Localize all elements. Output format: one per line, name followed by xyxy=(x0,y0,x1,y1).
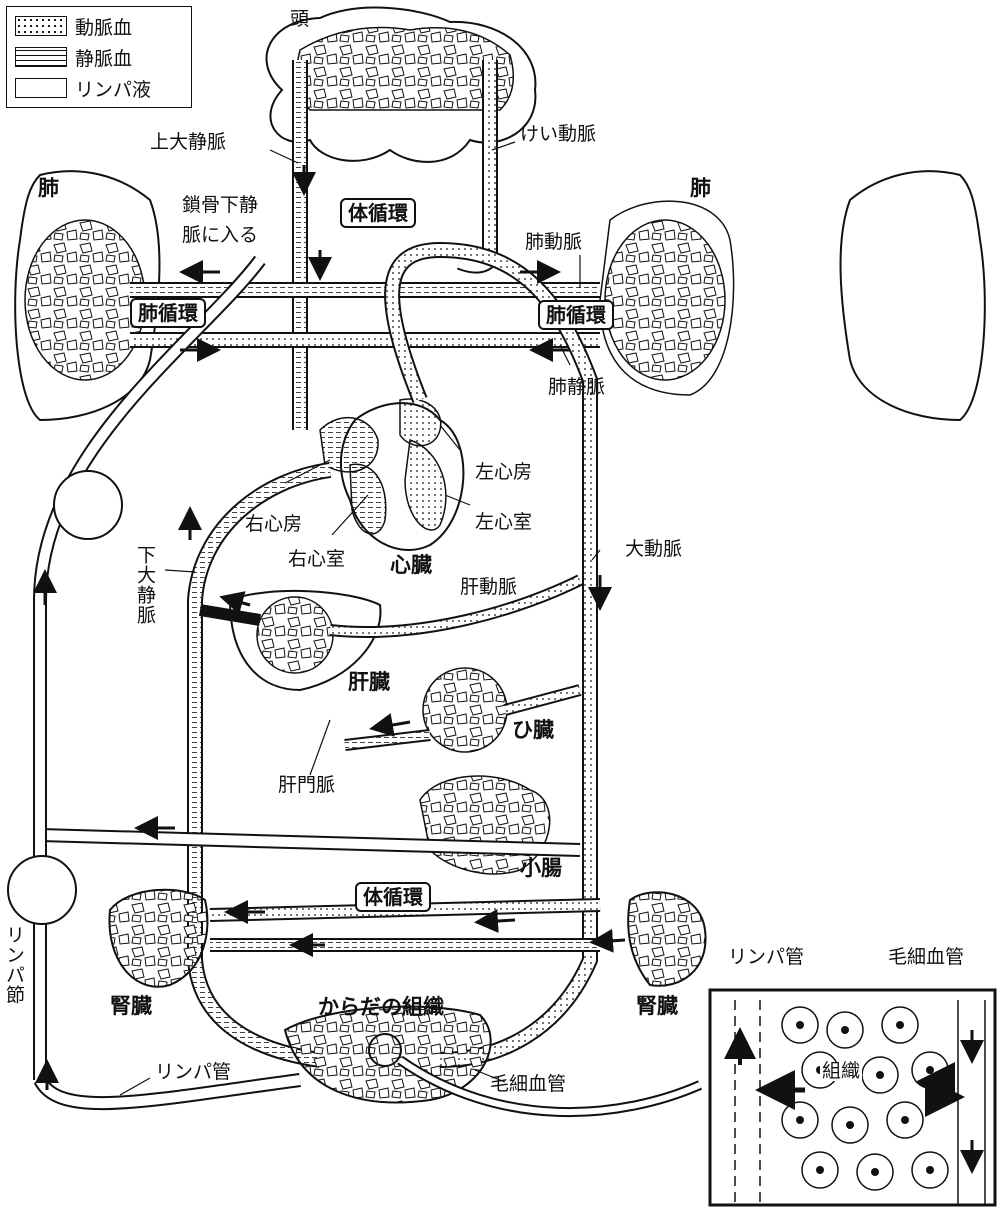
label-systemic-circulation-top: 体循環 xyxy=(340,198,416,228)
label-aorta: 大動脈 xyxy=(625,540,682,559)
label-spleen: ひ臓 xyxy=(512,720,554,741)
label-hepatic-artery: 肝動脈 xyxy=(460,578,517,597)
legend-item-lymph: リンパ液 xyxy=(15,77,151,99)
label-left-ventricle: 左心室 xyxy=(475,513,532,532)
label-lung-right: 肺 xyxy=(690,178,711,199)
legend-label: リンパ液 xyxy=(75,75,151,102)
label-lung-left: 肺 xyxy=(38,178,59,199)
label-small-intestine: 小腸 xyxy=(520,858,562,879)
label-pulmonary-circulation-right: 肺循環 xyxy=(538,300,614,330)
label-lymph-node: リンパ節 xyxy=(4,925,23,1005)
legend-item-venous: 静脈血 xyxy=(15,46,132,68)
label-lymph-vessel: リンパ管 xyxy=(155,1063,231,1082)
label-liver: 肝臓 xyxy=(348,672,390,693)
arterial-swatch xyxy=(15,16,67,36)
legend-item-arterial: 動脈血 xyxy=(15,15,132,37)
label-inset-capillary: 毛細血管 xyxy=(888,948,964,967)
label-right-atrium: 右心房 xyxy=(245,515,302,534)
label-body-tissue: からだの組織 xyxy=(318,997,444,1018)
label-inset-lymph-vessel: リンパ管 xyxy=(728,948,804,967)
lymph-node-upper xyxy=(54,471,122,539)
lymph-swatch xyxy=(15,78,67,98)
lymph-node-lower xyxy=(8,856,76,924)
inset-tissue-box xyxy=(710,990,995,1205)
label-carotid-artery: けい動脈 xyxy=(520,125,596,144)
label-right-ventricle: 右心室 xyxy=(288,550,345,569)
kidney-right xyxy=(628,892,705,986)
label-inset-tissue: 組織 xyxy=(820,1062,862,1081)
label-pulmonary-vein: 肺静脈 xyxy=(548,378,605,397)
label-capillary: 毛細血管 xyxy=(490,1075,566,1094)
label-heart: 心臓 xyxy=(390,555,432,576)
lung-right xyxy=(600,171,985,420)
legend-label: 動脈血 xyxy=(75,13,132,40)
legend: 動脈血 静脈血 リンパ液 xyxy=(6,6,192,108)
label-portal-vein: 肝門脈 xyxy=(278,776,335,795)
label-superior-vena-cava: 上大静脈 xyxy=(150,133,226,152)
label-pulmonary-circulation-left: 肺循環 xyxy=(130,298,206,328)
label-left-atrium: 左心房 xyxy=(475,463,532,482)
label-kidney-right: 腎臓 xyxy=(636,996,678,1017)
venous-swatch xyxy=(15,47,67,67)
label-pulmonary-artery: 肺動脈 xyxy=(525,233,582,252)
heart xyxy=(320,399,463,550)
spleen xyxy=(423,668,507,752)
legend-label: 静脈血 xyxy=(75,44,132,71)
label-kidney-left: 腎臓 xyxy=(110,996,152,1017)
label-head: 頭 xyxy=(290,10,309,29)
label-subclavian-note-2: 脈に入る xyxy=(182,226,258,245)
label-systemic-circulation-bottom: 体循環 xyxy=(355,882,431,912)
label-inferior-vena-cava: 下大静脈 xyxy=(135,545,154,625)
label-subclavian-note-1: 鎖骨下静 xyxy=(182,196,258,215)
